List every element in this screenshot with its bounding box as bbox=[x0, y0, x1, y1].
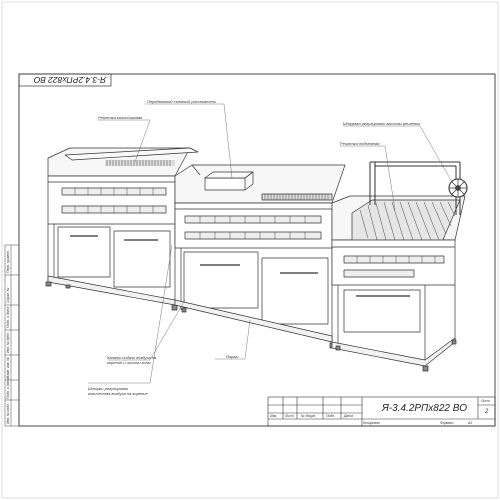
tb-copied-label: Копировал bbox=[363, 421, 380, 425]
label-movable-spreader: Передвижной съемный рассекатель bbox=[147, 99, 216, 104]
label-grill-grate: Решетка колосниковая bbox=[98, 115, 143, 120]
tb-header-sheet: Лист bbox=[285, 414, 294, 418]
module3-shutters bbox=[343, 255, 445, 278]
top-stamp-code: Я-3.4.2РПх822 ВО bbox=[33, 75, 106, 85]
tb-header-date: Дата bbox=[344, 414, 353, 418]
lift-grate bbox=[351, 199, 461, 243]
module3-drawer bbox=[343, 289, 421, 333]
side-label-orig-inv: Инв. № подл. bbox=[6, 402, 10, 424]
leader-air-ducts bbox=[108, 299, 186, 361]
top-stamp-box bbox=[18, 73, 112, 87]
label-lift-grate: Решетка подъемная bbox=[340, 141, 380, 146]
label-air-ducts: Каналы подачи воздуха на горение и чистк… bbox=[107, 355, 157, 365]
leader-lift-grate bbox=[340, 145, 396, 211]
side-label-dup-inv: Инв. № дубл. bbox=[6, 332, 10, 353]
tb-header-sign: Подп. bbox=[326, 414, 336, 418]
module2-drawer-left bbox=[183, 251, 259, 309]
tb-sheet-label: Лист bbox=[481, 399, 490, 403]
label-drawers: Ящики bbox=[226, 354, 239, 359]
module2-grate bbox=[261, 193, 333, 201]
module2-shutters bbox=[184, 215, 322, 240]
leader-drawers bbox=[215, 319, 251, 360]
module2-drawer-right bbox=[261, 257, 329, 325]
label-air-shutters: Шторки регулировки количества воздуха на… bbox=[88, 386, 148, 396]
leader-spreader bbox=[145, 103, 233, 179]
side-label-first-use: Перв. примен. bbox=[6, 250, 10, 273]
leader-lines bbox=[88, 103, 453, 384]
tb-format-value: А3 bbox=[468, 421, 473, 425]
side-label-ref-no: Справ. № bbox=[6, 287, 10, 303]
leader-height-adjust bbox=[343, 125, 453, 183]
side-column-frame bbox=[4, 244, 20, 427]
side-label-repl-inv: Взам. инв. № bbox=[6, 357, 10, 378]
tb-header-doc-no: № докум. bbox=[301, 414, 316, 418]
tb-header-change: Изм. bbox=[270, 414, 278, 418]
leader-grill-grate bbox=[98, 119, 151, 163]
tb-format-label: Формат bbox=[440, 421, 454, 425]
leader-air-shutters bbox=[88, 244, 173, 384]
appliance-drawing bbox=[45, 147, 468, 372]
module1-drawer-left bbox=[57, 226, 111, 278]
side-label-sign-date-2: Подп. и дата bbox=[6, 377, 10, 399]
label-height-adjust: Штурвал регулировки высоты решетки bbox=[343, 121, 421, 126]
title-block-frame bbox=[267, 396, 496, 427]
tb-document-code: Я-3.4.2РПх822 ВО bbox=[382, 403, 467, 414]
module2-front-upper bbox=[174, 202, 333, 249]
tb-sheet-number: 2 bbox=[485, 409, 489, 415]
module1-front-upper bbox=[47, 175, 176, 225]
side-label-sign-date-1: Подп. и дата bbox=[6, 306, 10, 328]
